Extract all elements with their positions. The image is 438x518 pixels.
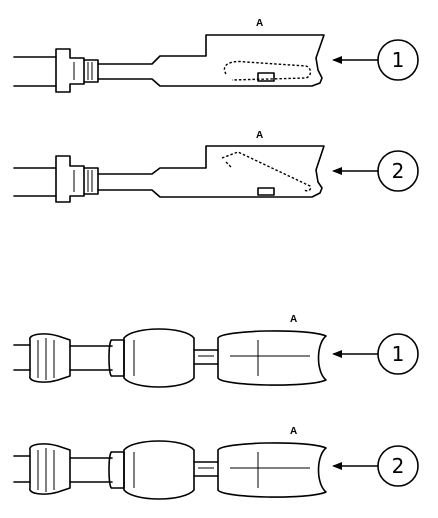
arrowhead-icon [332, 56, 342, 64]
view-mark-1: A [256, 18, 263, 29]
arrowhead-icon [332, 462, 342, 470]
callout-1-top: 1 [332, 333, 419, 375]
arrowhead-icon [332, 167, 342, 175]
callout-label-3: 1 [392, 342, 405, 366]
terminal-top-view-2: A [13, 426, 327, 500]
callout-label-4: 2 [392, 454, 405, 478]
view-mark-3: A [290, 314, 297, 325]
terminal-side-view-1: A [13, 18, 325, 93]
arrowhead-icon [332, 350, 342, 358]
callout-2-top: 2 [332, 445, 419, 487]
callout-label-2: 2 [392, 159, 405, 183]
callout-label-1: 1 [392, 48, 405, 72]
view-mark-2: A [256, 130, 263, 141]
callout-2-side: 2 [332, 150, 419, 192]
terminal-top-view-1: A [13, 314, 327, 388]
callout-1-side: 1 [332, 39, 419, 81]
view-mark-4: A [290, 426, 297, 437]
terminal-side-view-2: A [13, 130, 325, 203]
